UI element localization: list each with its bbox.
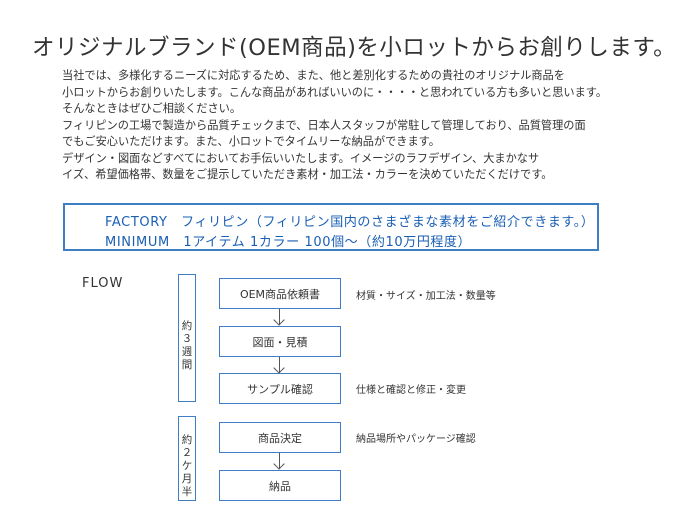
- period-label-1: 約３週間: [180, 320, 194, 372]
- intro-line: 小ロットからお創りいたします。こんな商品があればいいのに・・・・と思われている方…: [62, 85, 608, 99]
- step-note-delivery-check: 納品場所やパッケージ確認: [356, 434, 476, 445]
- intro-line: フィリピンの工場で製造から品質チェックまで、日本人スタッフが常駐して管理しており…: [62, 118, 586, 132]
- step-label: 商品決定: [258, 431, 302, 445]
- intro-line: そんなときはぜひご相談ください。: [62, 102, 242, 115]
- flow-step-drawing-estimate: 図面・見積: [219, 326, 341, 357]
- arrow-down-icon: [273, 458, 285, 470]
- step-label: サンプル確認: [247, 382, 313, 396]
- arrow-down-icon: [273, 314, 285, 326]
- period-bracket-2: [178, 416, 196, 501]
- intro-line: 当社では、多様化するニーズに対応するため、また、他と差別化するための貴社のオリジ…: [62, 69, 565, 82]
- step-note-materials: 材質・サイズ・加工法・数量等: [356, 291, 496, 302]
- factory-line: FACTORY フィリピン（フィリピン国内のさまざまな素材をご紹介できます。）: [105, 215, 595, 230]
- period-bracket-1: [178, 274, 196, 402]
- flow-step-sample-check: サンプル確認: [219, 373, 341, 404]
- flow-step-oem-request: OEM商品依頼書: [219, 278, 341, 309]
- flow-step-product-decision: 商品決定: [219, 422, 341, 453]
- factory-info-box: FACTORY フィリピン（フィリピン国内のさまざまな素材をご紹介できます。） …: [63, 203, 599, 251]
- intro-line: イズ、希望価格帯、数量をご提示していただき素材・加工法・カラーを決めていただくだ…: [62, 168, 553, 181]
- minimum-line: MINIMUM 1アイテム 1カラー 100個～（約10万円程度）: [105, 235, 472, 250]
- intro-text: 当社では、多様化するニーズに対応するため、また、他と差別化するための貴社のオリジ…: [62, 68, 682, 184]
- period-text: 約２ケ月半: [181, 434, 193, 498]
- intro-line: でもご安心いただけます。また、小ロットでタイムリーな納品ができます。: [62, 135, 440, 148]
- flow-heading: FLOW: [82, 276, 124, 291]
- period-text: 約３週間: [181, 320, 193, 371]
- flow-step-delivery: 納品: [219, 470, 341, 501]
- flow-arrow: [279, 309, 280, 325]
- page-title: オリジナルブランド(OEM商品)を小ロットからお創りします。: [32, 35, 677, 61]
- flow-arrow: [279, 357, 280, 373]
- arrow-down-icon: [273, 362, 285, 374]
- step-label: 図面・見積: [252, 335, 308, 349]
- step-label: 納品: [269, 479, 291, 493]
- intro-line: デザイン・図面などすべてにおいてお手伝いいたします。イメージのラフデザイン、大ま…: [62, 151, 540, 165]
- step-label: OEM商品依頼書: [239, 287, 321, 301]
- period-label-2: 約２ケ月半: [180, 434, 194, 499]
- step-note-spec-check: 仕様と確認と修正・変更: [356, 385, 466, 396]
- flow-arrow: [279, 453, 280, 469]
